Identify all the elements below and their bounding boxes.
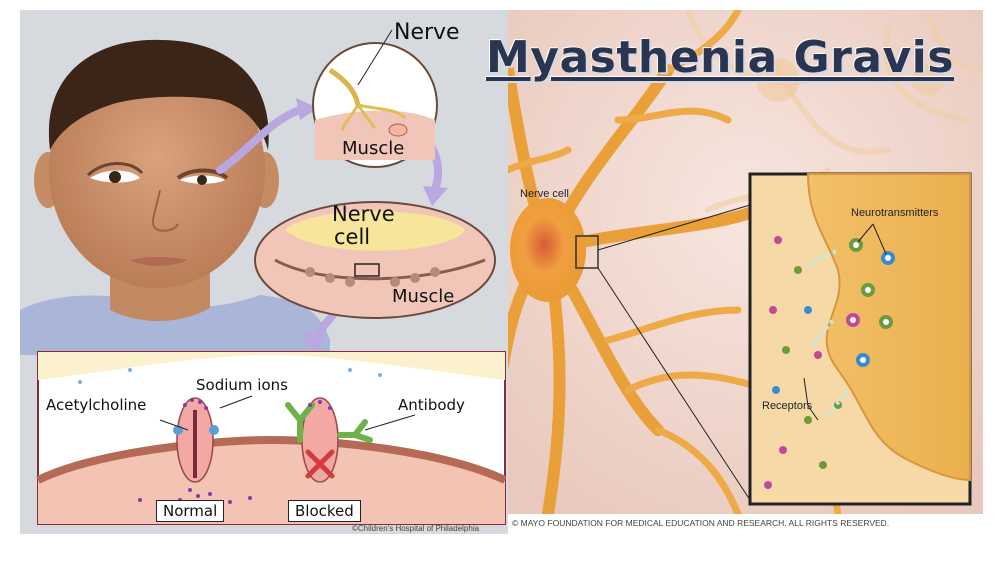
nerve-cell-label-line1: Nerve — [332, 202, 395, 226]
neurotransmitters-label: Neurotransmitters — [851, 207, 939, 219]
normal-tag: Normal — [156, 500, 225, 522]
nerve-label: Nerve — [394, 20, 460, 45]
receptors-label: Receptors — [762, 400, 813, 412]
muscle-mid-label: Muscle — [392, 286, 455, 307]
blocked-tag: Blocked — [288, 500, 361, 522]
sodium-ions-label: Sodium ions — [196, 376, 288, 394]
neuron-panel: Nerve cell Neurotransmitters Receptors — [492, 6, 986, 520]
mayo-credit: © MAYO FOUNDATION FOR MEDICAL EDUCATION … — [512, 518, 890, 528]
nerve-cell-label-line2: cell — [334, 225, 371, 249]
muscle-top-label: Muscle — [342, 138, 405, 159]
chop-credit: ©Children's Hospital of Philadelphia — [352, 524, 480, 533]
acetylcholine-label: Acetylcholine — [46, 396, 147, 414]
boy-illustration — [20, 29, 507, 525]
nerve-cell-label: Nerve cell — [520, 188, 569, 200]
neuron-illustration — [492, 6, 986, 520]
antibody-label: Antibody — [398, 396, 465, 414]
left-panel: Nerve Muscle Nerve cell Muscle Sodium io… — [20, 10, 508, 534]
page-title: Myasthenia Gravis — [486, 32, 954, 83]
